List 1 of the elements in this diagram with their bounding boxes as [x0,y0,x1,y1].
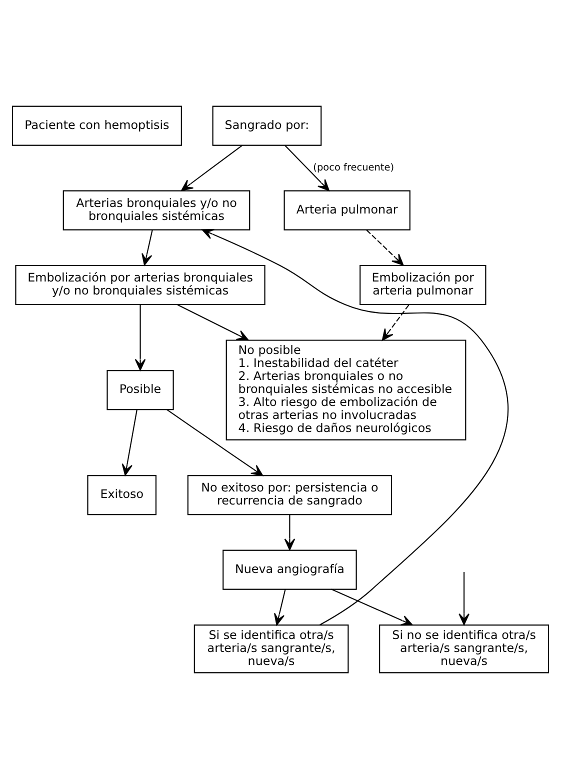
edge-label: (poco frecuente) [313,162,394,173]
